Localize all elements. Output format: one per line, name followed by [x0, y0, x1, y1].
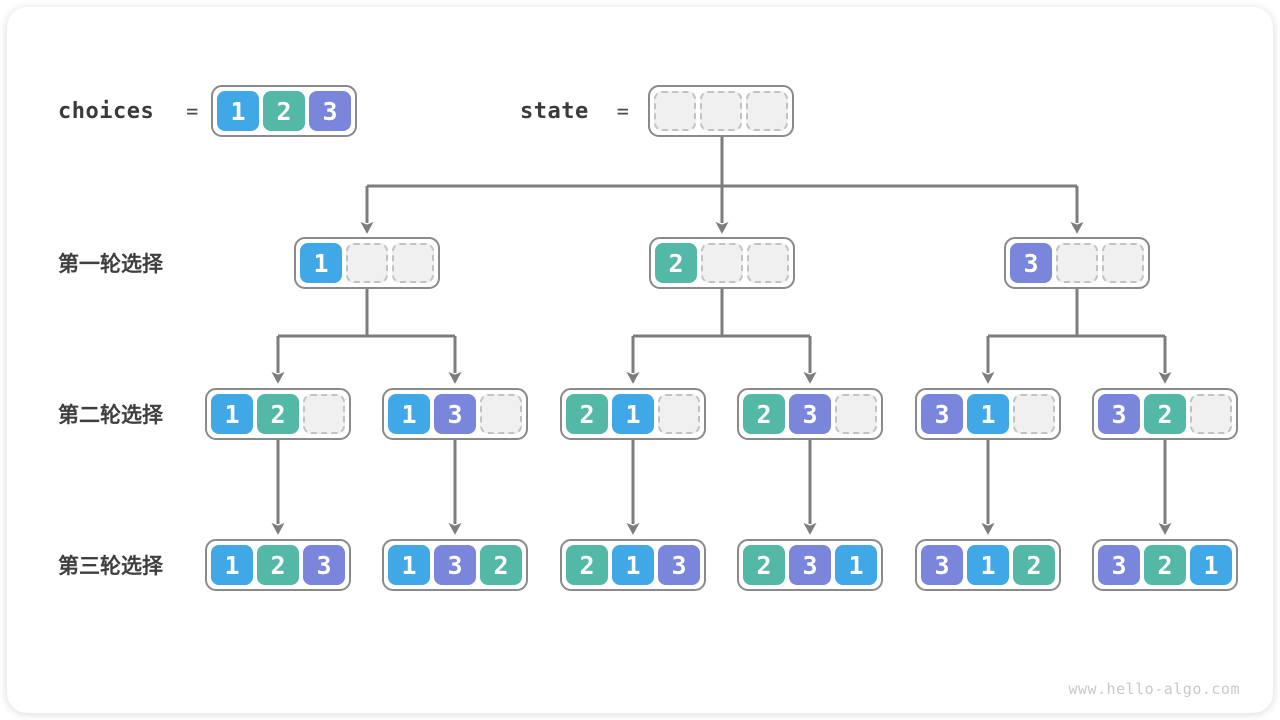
state-node-r2-1: 1 2	[205, 388, 351, 440]
array-cell	[747, 243, 789, 283]
state-node-r2-2: 1 3	[382, 388, 528, 440]
array-cell	[701, 243, 743, 283]
state-node-r3-4: 2 3 1	[737, 539, 883, 591]
array-cell: 2	[566, 545, 608, 585]
array-cell: 2	[257, 545, 299, 585]
array-cell: 1	[1190, 545, 1232, 585]
array-cell: 3	[303, 545, 345, 585]
array-cell: 3	[658, 545, 700, 585]
array-cell: 2	[1144, 545, 1186, 585]
choices-caption: choices =	[58, 85, 198, 137]
array-cell	[1013, 394, 1055, 434]
array-cell: 1	[388, 394, 430, 434]
watermark: www.hello-algo.com	[1068, 680, 1240, 698]
state-node-r3-6: 3 2 1	[1092, 539, 1238, 591]
array-cell: 2	[480, 545, 522, 585]
array-cell	[654, 91, 696, 131]
state-node-r1-1: 1	[294, 237, 440, 289]
array-cell: 3	[1098, 394, 1140, 434]
array-cell: 3	[921, 545, 963, 585]
state-node-r3-1: 1 2 3	[205, 539, 351, 591]
state-node-r2-4: 2 3	[737, 388, 883, 440]
array-cell: 3	[921, 394, 963, 434]
state-node-r2-6: 3 2	[1092, 388, 1238, 440]
array-cell: 2	[1144, 394, 1186, 434]
array-cell: 2	[655, 243, 697, 283]
array-cell: 1	[217, 91, 259, 131]
array-cell: 3	[434, 394, 476, 434]
round-2-label: 第二轮选择	[58, 404, 163, 427]
state-node-r2-5: 3 1	[915, 388, 1061, 440]
array-cell: 2	[1013, 545, 1055, 585]
array-cell: 1	[967, 545, 1009, 585]
array-cell: 1	[967, 394, 1009, 434]
array-cell: 2	[566, 394, 608, 434]
choices-array: 1 2 3	[211, 85, 357, 137]
round-3-label: 第三轮选择	[58, 555, 163, 578]
array-cell: 3	[1098, 545, 1140, 585]
array-cell: 2	[263, 91, 305, 131]
array-cell: 3	[789, 394, 831, 434]
state-node-r3-5: 3 1 2	[915, 539, 1061, 591]
state-caption: state =	[520, 85, 629, 137]
array-cell	[1056, 243, 1098, 283]
array-cell	[658, 394, 700, 434]
array-cell: 2	[257, 394, 299, 434]
choices-equals-sign: =	[186, 99, 199, 123]
array-cell: 1	[612, 394, 654, 434]
array-cell	[480, 394, 522, 434]
array-cell	[746, 91, 788, 131]
array-cell: 1	[612, 545, 654, 585]
array-cell: 3	[309, 91, 351, 131]
array-cell: 1	[211, 394, 253, 434]
array-cell	[346, 243, 388, 283]
array-cell	[1190, 394, 1232, 434]
state-node-r1-2: 2	[649, 237, 795, 289]
array-cell: 3	[434, 545, 476, 585]
array-cell: 2	[743, 545, 785, 585]
array-cell: 1	[300, 243, 342, 283]
choices-label: choices	[58, 98, 155, 124]
state-node-r3-2: 1 3 2	[382, 539, 528, 591]
state-node-r3-3: 2 1 3	[560, 539, 706, 591]
array-cell: 1	[211, 545, 253, 585]
array-cell	[835, 394, 877, 434]
array-cell	[1102, 243, 1144, 283]
state-label: state	[520, 98, 589, 124]
state-array	[648, 85, 794, 137]
array-cell	[700, 91, 742, 131]
state-node-r2-3: 2 1	[560, 388, 706, 440]
state-equals-sign: =	[616, 99, 629, 123]
array-cell: 1	[835, 545, 877, 585]
state-node-r1-3: 3	[1004, 237, 1150, 289]
array-cell: 3	[789, 545, 831, 585]
round-1-label: 第一轮选择	[58, 253, 163, 276]
array-cell	[392, 243, 434, 283]
array-cell: 2	[743, 394, 785, 434]
array-cell: 3	[1010, 243, 1052, 283]
array-cell: 1	[388, 545, 430, 585]
array-cell	[303, 394, 345, 434]
